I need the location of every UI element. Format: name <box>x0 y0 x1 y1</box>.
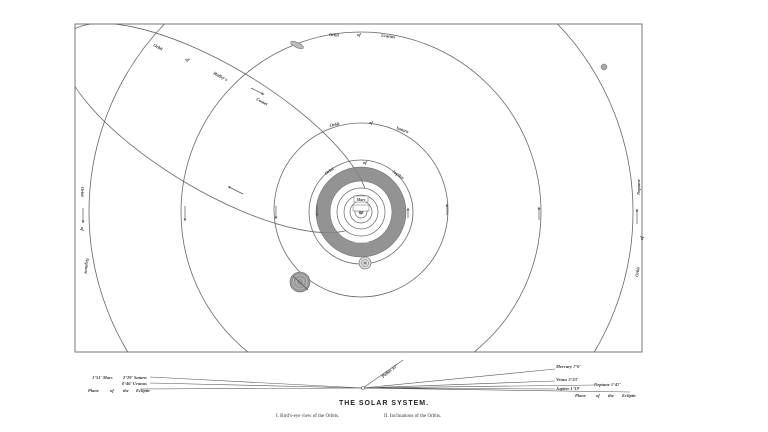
uranus-orbit <box>180 31 542 352</box>
neptune-left-label-orbit: Orbit <box>80 187 85 198</box>
mars-label: Mars <box>356 197 366 202</box>
plane-right-0: Plane <box>575 393 586 398</box>
neptune-orbit <box>88 24 634 352</box>
plane-right-1: of <box>596 393 600 398</box>
jupiter-label-of: of <box>363 160 367 165</box>
subcaption-birds-eye: I. Bird's-eye view of the Orbits. <box>276 414 340 419</box>
asteroid-belt-inner-edge <box>329 180 393 244</box>
subcaption-inclinations: II. Inclinations of the Orbits. <box>384 414 442 419</box>
asteroids-label: Asteroids <box>352 239 369 244</box>
mars-label-box <box>353 195 369 203</box>
asteroid-belt-outer-edge <box>315 166 407 258</box>
plane-right-2: the <box>608 393 614 398</box>
neptune-planet <box>600 63 608 71</box>
figure-title: THE SOLAR SYSTEM. <box>338 400 430 407</box>
halley-comet-orbit <box>75 24 369 234</box>
uranus-label-name: Uranus <box>381 33 396 39</box>
incl-mars: 1°51' Mars <box>92 375 113 380</box>
neptune-left-label-of: of <box>80 227 85 231</box>
saturn-label-name: Saturn <box>396 125 410 134</box>
incl-uranus: 0°46' Uranus <box>122 381 147 386</box>
halley-label-comet: Comet <box>256 96 270 106</box>
incl-mercury: Mercury 7°0' <box>555 364 581 369</box>
inclinations-diagram <box>139 359 631 393</box>
incl-pallas: Pallas 35° <box>381 363 399 379</box>
saturn-orbit <box>273 122 449 298</box>
saturn-label-orbit: Orbit <box>329 121 340 128</box>
diagram-frame <box>74 23 643 353</box>
halley-label-of: of <box>185 56 191 62</box>
neptune-left-label-name: Neptune <box>84 257 90 274</box>
incl-venus: Venus 3°23' <box>556 377 579 382</box>
neptune-right-label-name: Neptune <box>636 179 641 196</box>
inner-orbits <box>336 187 386 237</box>
halley-label-orbit: Orbit <box>153 42 165 51</box>
jupiter-planet <box>358 256 372 270</box>
halley-label-name: Halley's <box>212 70 229 82</box>
plane-left-2: the <box>123 388 129 393</box>
direction-arrows <box>81 87 639 224</box>
jupiter-label-name: Jupiter <box>391 168 406 180</box>
plane-left-0: Plane <box>88 388 99 393</box>
incl-jupiter: Jupiter 1°19' <box>555 386 581 391</box>
jupiter-label-orbit: Orbit <box>324 166 335 176</box>
plane-left-1: of <box>110 388 114 393</box>
saturn-planet <box>289 271 311 293</box>
uranus-label-of: of <box>357 32 361 37</box>
asteroid-belt <box>316 167 406 257</box>
uranus-label-orbit: Orbit <box>329 32 340 38</box>
incl-neptune: Neptune 1°47' <box>593 382 621 387</box>
neptune-right-label-orbit: Orbit <box>634 266 641 277</box>
saturn-label-of: of <box>369 120 373 125</box>
plane-left-3: Ecliptic <box>135 388 150 393</box>
earth-label-box <box>352 204 370 212</box>
uranus-planet <box>290 41 304 49</box>
neptune-right-label-of: of <box>639 236 644 240</box>
plane-right-3: Ecliptic <box>621 393 636 398</box>
incl-saturn: 2°29' Saturn <box>122 375 147 380</box>
